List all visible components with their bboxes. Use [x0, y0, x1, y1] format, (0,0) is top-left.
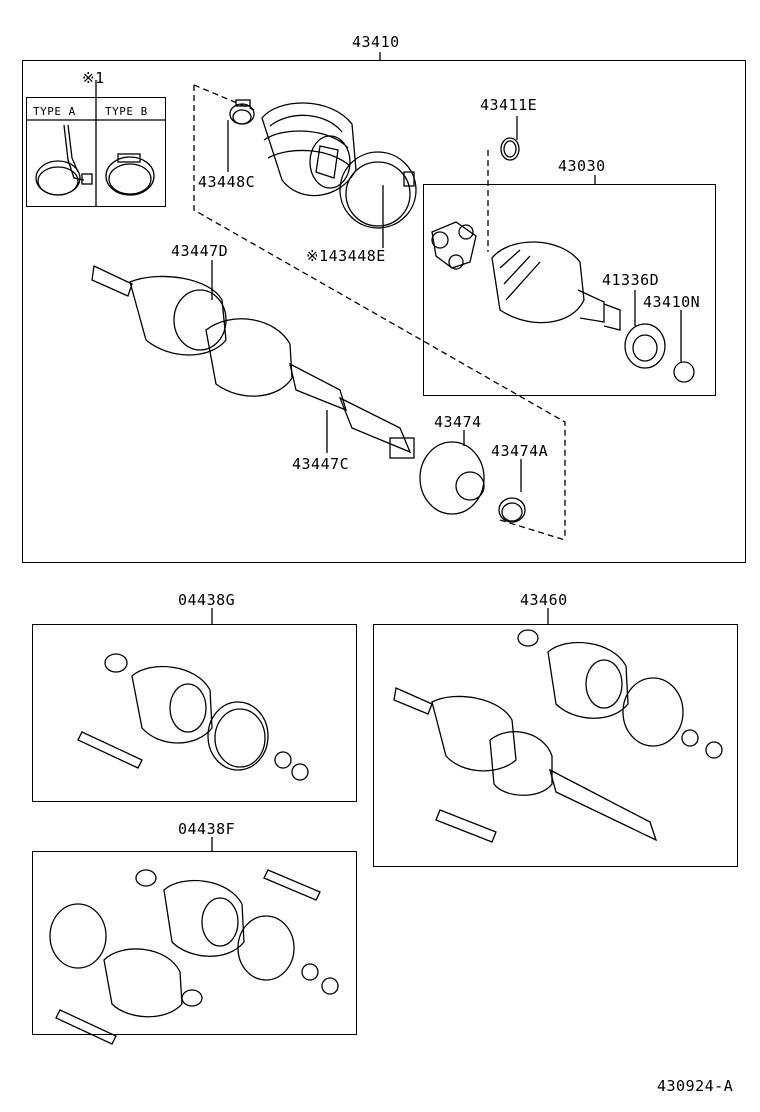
drive-shaft-assembly-icon	[91, 265, 415, 459]
snap-ring-icon	[500, 137, 520, 161]
kit-f-frame	[32, 851, 357, 1035]
damper-clamp-icon	[498, 497, 526, 523]
label-outboard-joint: 43447D	[171, 242, 229, 260]
label-type-b: TYPE B	[105, 105, 148, 118]
label-inboard-joint: 43030	[558, 157, 606, 175]
label-diagram-code: 430924-A	[657, 1077, 734, 1095]
inboard-joint-frame	[423, 184, 716, 396]
label-clamp-inner: 43448C	[198, 173, 256, 191]
label-boot-kit-note: ※143448E	[306, 247, 386, 265]
main-assembly-frame	[22, 60, 746, 563]
kit-g-parts-icon	[77, 653, 309, 781]
boot-clamp-band-icon	[339, 151, 417, 229]
assembly-alt-frame	[373, 624, 738, 867]
kit-g-frame	[32, 624, 357, 802]
label-ring: 43410N	[643, 293, 701, 311]
clamp-type-a-icon	[35, 124, 93, 196]
oil-seal-icon	[624, 323, 666, 369]
label-seal: 41336D	[602, 271, 660, 289]
label-damper-clamp: 43474A	[491, 442, 549, 460]
label-assembly-alt: 43460	[520, 591, 568, 609]
kit-f-parts-icon	[49, 869, 339, 1045]
label-main-assembly: 43410	[352, 33, 400, 51]
damper-icon	[419, 441, 485, 515]
label-note-mark: ※1	[82, 69, 105, 87]
label-type-a: TYPE A	[33, 105, 76, 118]
label-damper: 43474	[434, 413, 482, 431]
label-kit-f: 04438F	[178, 820, 236, 838]
label-kit-g: 04438G	[178, 591, 236, 609]
boot-upper-icon	[261, 102, 357, 197]
label-snap-ring: 43411E	[480, 96, 538, 114]
ring-43410n-icon	[673, 361, 695, 383]
label-shaft: 43447C	[292, 455, 350, 473]
clamp-43448c-icon	[229, 99, 255, 125]
assembly-alt-parts-icon	[393, 629, 723, 843]
tripod-joint-icon	[431, 221, 477, 270]
clamp-type-b-icon	[105, 153, 155, 196]
outer-race-icon	[491, 241, 621, 331]
